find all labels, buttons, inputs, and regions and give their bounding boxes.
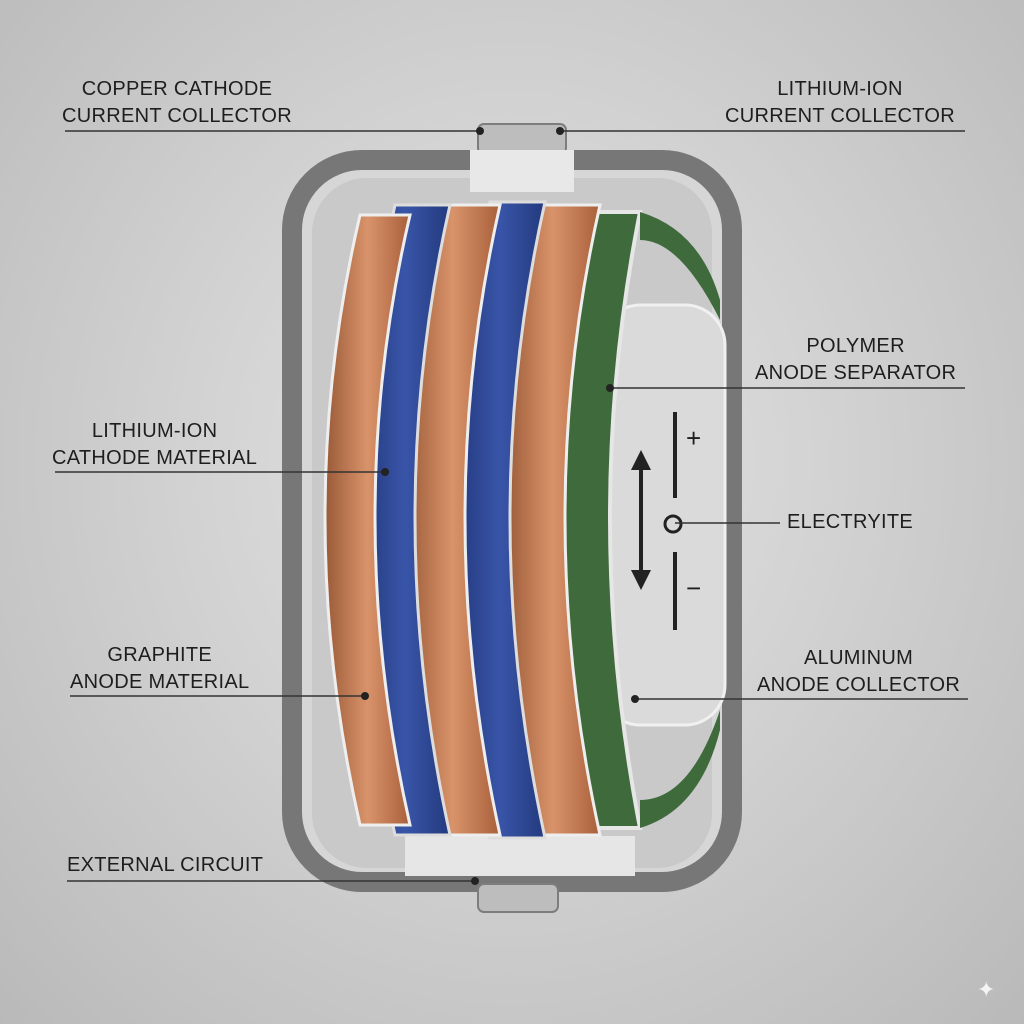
label-lithium-collector: LITHIUM-ION CURRENT COLLECTOR [725, 76, 955, 130]
label-line: ANODE COLLECTOR [757, 674, 961, 696]
plus-sign: + [686, 423, 702, 453]
label-line: ANODE MATERIAL [70, 671, 250, 693]
copper-layer [323, 213, 412, 827]
sparkle-icon: ✦ [977, 977, 996, 1002]
label-copper-cathode: COPPER CATHODE CURRENT COLLECTOR [62, 76, 292, 130]
top-terminal [477, 123, 567, 155]
leader-lines [55, 130, 968, 882]
label-line: CURRENT COLLECTOR [725, 105, 955, 127]
label-line: GRAPHITE [107, 644, 213, 666]
electrode-layers [323, 200, 720, 840]
label-line: ALUMINUM [804, 647, 914, 669]
label-line: POLYMER [806, 335, 905, 357]
label-polymer-separator: POLYMER ANODE SEPARATOR [755, 333, 956, 387]
label-line: ANODE SEPARATOR [755, 362, 957, 384]
label-graphite-anode: GRAPHITE ANODE MATERIAL [70, 642, 249, 696]
label-aluminum-collector: ALUMINUM ANODE COLLECTOR [757, 645, 960, 699]
label-external-circuit: EXTERNAL CIRCUIT [67, 854, 264, 876]
minus-sign: − [686, 573, 702, 603]
label-line: CATHODE MATERIAL [52, 447, 258, 469]
label-line: LITHIUM-ION [91, 420, 218, 442]
label-line: LITHIUM-ION [777, 78, 903, 100]
label-line: CURRENT COLLECTOR [62, 105, 292, 127]
polarity-symbol [639, 412, 683, 630]
label-electrolyte: ELECTRYITE [787, 511, 913, 533]
label-line: COPPER CATHODE [81, 78, 273, 100]
label-cathode-material: LITHIUM-ION CATHODE MATERIAL [52, 418, 257, 472]
bottom-terminal [477, 883, 559, 913]
